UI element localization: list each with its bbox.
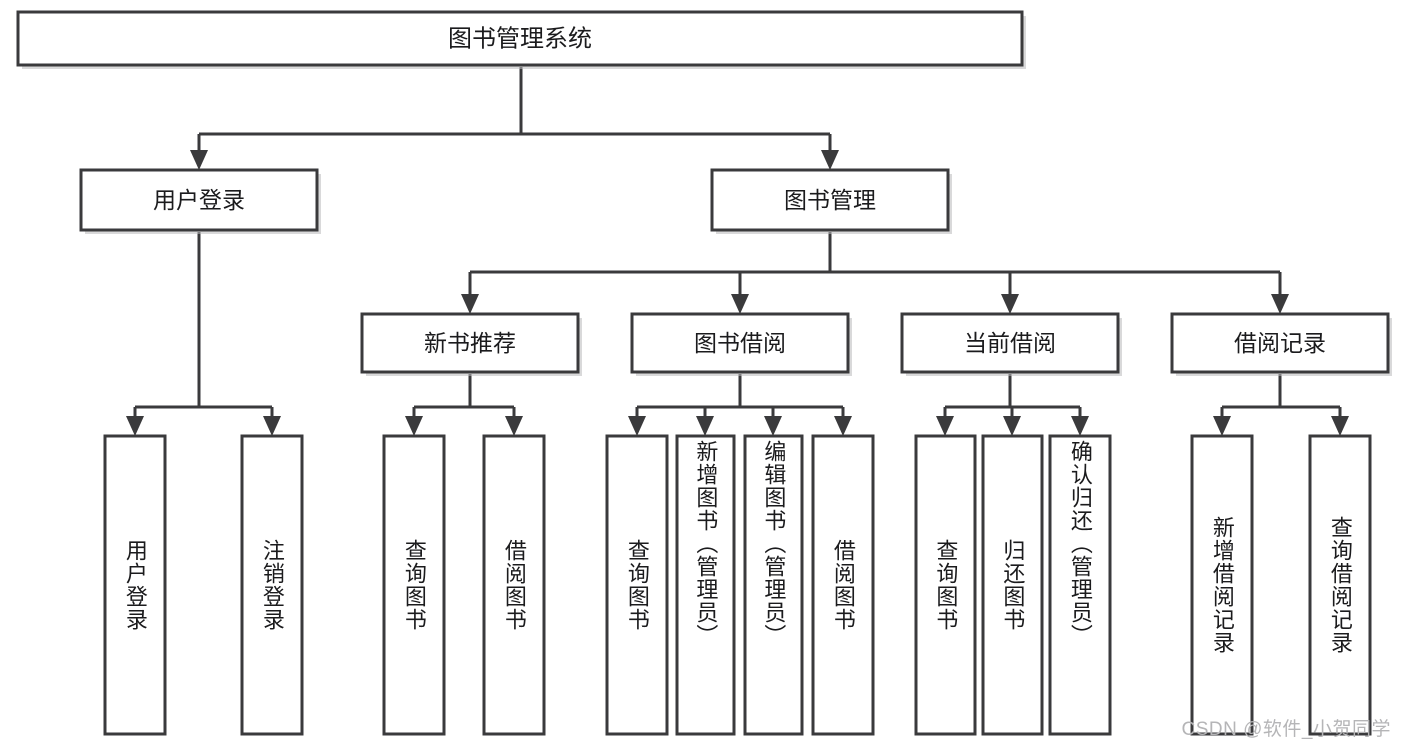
arrow-to-new-book: [461, 294, 479, 314]
arrow-leaf-query-book-borrow: [628, 416, 646, 436]
arrow-leaf-borrow-book: [834, 416, 852, 436]
node-book-management[interactable]: 图书管理: [710, 168, 952, 234]
arrow-to-book-borrow: [731, 294, 749, 314]
node-book-management-box: [710, 168, 950, 232]
node-book-borrow-box: [630, 312, 850, 374]
arrow-to-book-management: [821, 150, 839, 170]
node-borrow-record[interactable]: 借阅记录: [1170, 312, 1392, 376]
arrow-leaf-query-book-rec: [405, 416, 423, 436]
node-new-book-recommend-label: 新书推荐: [424, 330, 516, 356]
node-book-borrow[interactable]: 图书借阅: [630, 312, 852, 376]
node-root-label: 图书管理系统: [448, 25, 592, 52]
connector-group: [126, 67, 1349, 436]
arrow-leaf-query-book-current: [936, 416, 954, 436]
node-user-login-label: 用户登录: [153, 187, 245, 213]
node-new-book-recommend[interactable]: 新书推荐: [360, 312, 582, 376]
node-book-borrow-label: 图书借阅: [694, 330, 786, 356]
leaf-box-confirm-return-admin[interactable]: [1048, 434, 1112, 736]
arrow-leaf-borrow-book-rec: [505, 416, 523, 436]
leaf-box-query-book-current[interactable]: [914, 434, 977, 736]
leaf-box-add-book-admin[interactable]: [675, 434, 736, 736]
leaf-box-user-login[interactable]: [103, 434, 167, 736]
leaf-box-group: [103, 434, 1372, 736]
leaf-box-borrow-book-rec[interactable]: [482, 434, 546, 736]
arrow-leaf-confirm-return-admin: [1071, 416, 1089, 436]
leaf-box-return-book[interactable]: [981, 434, 1044, 736]
arrow-leaf-add-book-admin: [696, 416, 714, 436]
node-current-borrow[interactable]: 当前借阅: [900, 312, 1122, 376]
node-current-borrow-box: [900, 312, 1120, 374]
arrow-leaf-add-borrow-record: [1213, 416, 1231, 436]
node-borrow-record-label: 借阅记录: [1234, 330, 1326, 356]
node-book-management-label: 图书管理: [784, 187, 876, 213]
node-user-login-box: [79, 168, 319, 232]
node-new-book-recommend-box: [360, 312, 580, 374]
leaf-box-query-book-borrow[interactable]: [605, 434, 669, 736]
arrow-to-current-borrow: [1001, 294, 1019, 314]
leaf-box-edit-book-admin[interactable]: [743, 434, 804, 736]
leaf-box-borrow-book[interactable]: [811, 434, 875, 736]
node-user-login[interactable]: 用户登录: [79, 168, 321, 234]
arrow-to-borrow-record: [1271, 294, 1289, 314]
leaf-box-query-book-rec[interactable]: [382, 434, 446, 736]
arrow-leaf-query-borrow-record: [1331, 416, 1349, 436]
node-root[interactable]: 图书管理系统: [16, 10, 1026, 69]
leaf-box-user-logout[interactable]: [240, 434, 304, 736]
leaf-box-add-borrow-record[interactable]: [1190, 434, 1254, 736]
arrow-leaf-user-logout: [263, 416, 281, 436]
node-borrow-record-box: [1170, 312, 1390, 374]
arrow-leaf-edit-book-admin: [764, 416, 782, 436]
arrow-leaf-user-login: [126, 416, 144, 436]
node-current-borrow-label: 当前借阅: [964, 330, 1056, 356]
leaf-box-query-borrow-record[interactable]: [1308, 434, 1372, 736]
arrow-to-user-login: [190, 150, 208, 170]
node-root-box: [16, 10, 1024, 67]
arrow-leaf-return-book: [1003, 416, 1021, 436]
